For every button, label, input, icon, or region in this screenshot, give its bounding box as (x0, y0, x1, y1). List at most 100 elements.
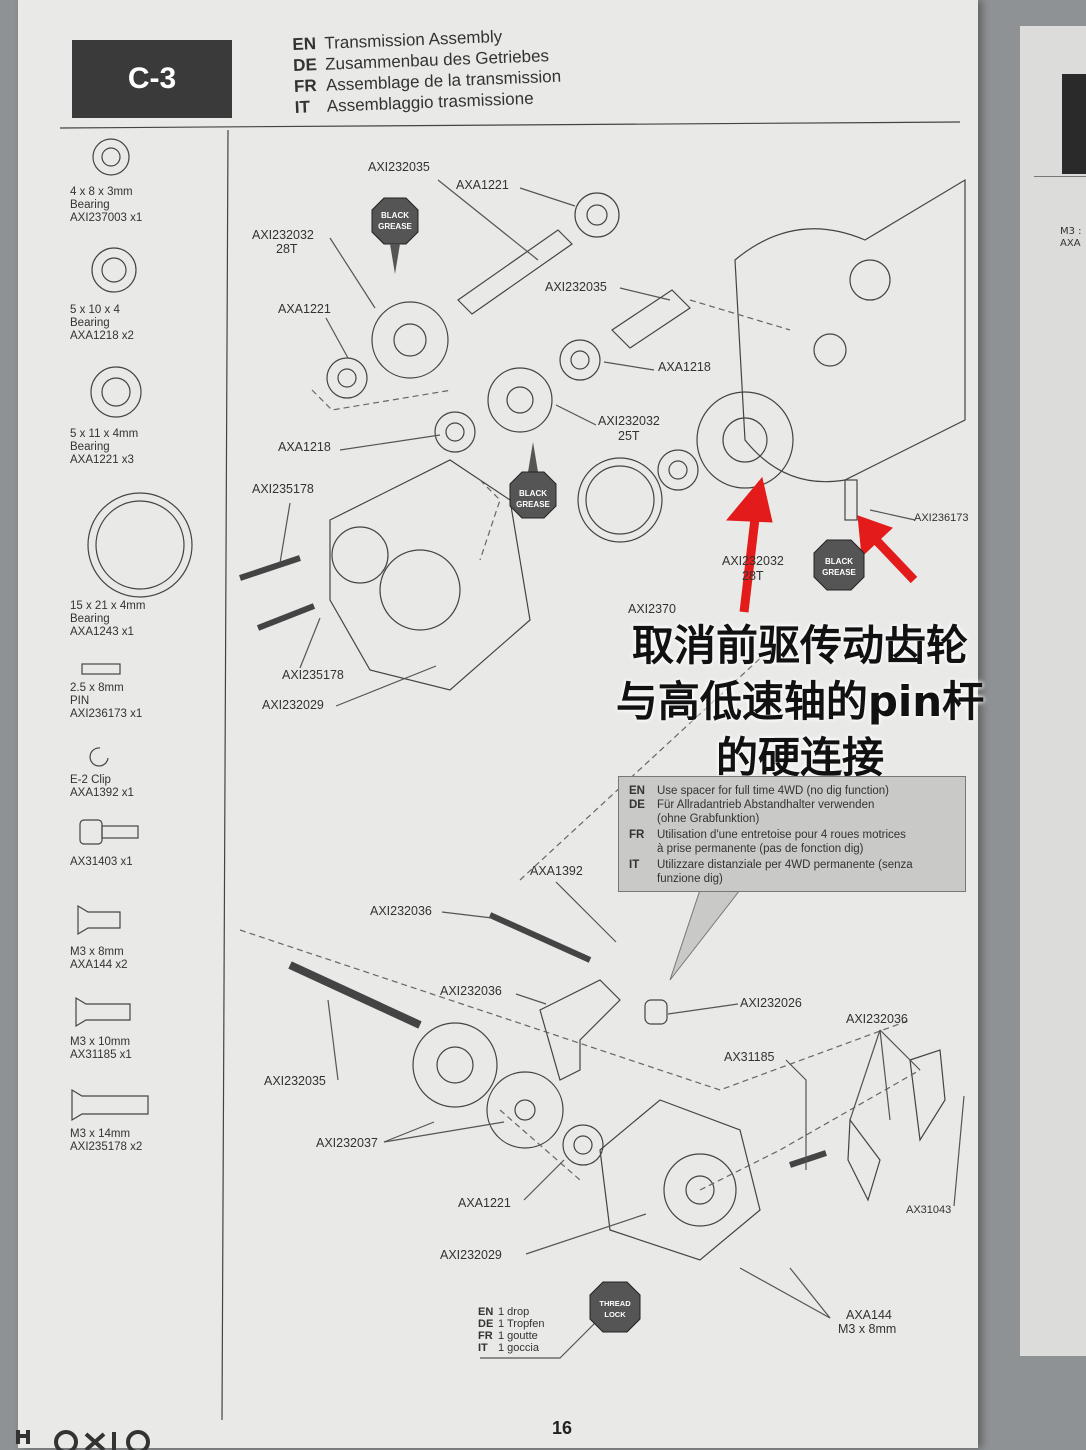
note-line: à prise permanente (pas de fonction dig) (657, 843, 864, 855)
gear-28t (371, 301, 449, 379)
gear-28t-dig (696, 391, 794, 489)
shift-fork (539, 979, 621, 1081)
step-code: C-3 (127, 62, 177, 95)
part-label: AXI2370 (628, 602, 676, 616)
gearbox-half-case (329, 459, 531, 691)
screw-part (239, 555, 301, 581)
part-label: AXI235178 (252, 482, 314, 496)
part-label: AXI232029 (440, 1248, 502, 1262)
bearing-part (657, 449, 699, 491)
annotation-line: 的硬连接 (715, 733, 884, 782)
bearing-part (434, 411, 476, 453)
part-label: 28T (742, 569, 764, 583)
part-label: AXA1221 (456, 178, 509, 192)
large-bearing (577, 457, 663, 543)
part-label: AXA144 (846, 1308, 892, 1322)
note-line: funzione dig) (657, 873, 723, 885)
part-label: AXI232026 (740, 996, 802, 1010)
part-label: AXI232036 (846, 1012, 908, 1026)
part-label: AXI232036 (370, 904, 432, 918)
grease-badge-icon: BLACK GREASE (371, 197, 419, 274)
bearing-part (559, 339, 601, 381)
screw-icon (75, 996, 131, 1028)
part-label: M3 x 8mm (838, 1322, 897, 1336)
lower-case (599, 1099, 761, 1261)
svg-text:BLACK: BLACK (825, 557, 853, 566)
part-label: AXI232036 (440, 984, 502, 998)
bearing-icon (90, 366, 142, 418)
part-label: AXI232032 (252, 228, 314, 242)
part-label: AX31043 (906, 1204, 952, 1216)
note-line: (ohne Grabfunktion) (657, 813, 760, 825)
svg-text:LOCK: LOCK (604, 1310, 626, 1319)
shaft-part (488, 912, 592, 963)
red-arrow-head (857, 515, 893, 558)
dig-hub (486, 1071, 564, 1149)
annotation-line: 与高低速轴的pin杆 (615, 677, 985, 726)
screw-icon (71, 1088, 149, 1122)
red-annotation-arrows (725, 476, 918, 613)
part-label: AXA1221 (458, 1196, 511, 1210)
dig-gear (412, 1022, 498, 1108)
screw-icon (77, 904, 121, 936)
adjacent-part-label: M3 : AXA (1060, 226, 1082, 250)
part-label: AX31185 (724, 1050, 775, 1064)
transmission-case (734, 178, 966, 483)
handwritten-annotation: 取消前驱传动齿轮 与高低速轴的pin杆 的硬连接 (560, 618, 1040, 786)
grease-badge-icon: BLACK GREASE (509, 442, 557, 519)
bearing-part (574, 192, 620, 238)
pin-part (844, 479, 858, 521)
manual-page (18, 0, 978, 1448)
servo-link (847, 1118, 881, 1202)
red-arrow-head (725, 476, 773, 523)
grease-badge-icon: BLACK GREASE (813, 539, 865, 591)
axial-logo-icon (16, 1430, 150, 1450)
part-label: AXA1392 (530, 864, 583, 878)
part-label: AXI232035 (264, 1074, 326, 1088)
bearing-icon (92, 138, 130, 176)
servo-arm (909, 1049, 946, 1142)
clip-icon (89, 747, 109, 767)
shaft-part (457, 229, 573, 315)
part-label: AXI232037 (316, 1136, 378, 1150)
spacer-part (611, 289, 691, 349)
svg-text:THREAD: THREAD (599, 1299, 631, 1308)
part-label: AXI235178 (282, 668, 344, 682)
note-pointer (669, 889, 742, 981)
bearing-part (562, 1124, 604, 1166)
sidebar-divider (221, 129, 229, 1421)
gear-25t (487, 367, 553, 433)
header-divider (59, 121, 961, 129)
part-label: AXA1218 (278, 440, 331, 454)
step-code-box: C-3 (72, 40, 232, 118)
adjacent-step-tab (1062, 74, 1086, 174)
part-label: AXI232035 (368, 160, 430, 174)
part-label: AXI232032 (722, 554, 784, 568)
adjacent-page: M3 : AXA (1020, 26, 1086, 1356)
screw-part (789, 1150, 827, 1168)
bearing-icon (91, 247, 137, 293)
pin-icon (81, 663, 121, 675)
svg-text:BLACK: BLACK (519, 489, 547, 498)
adjacent-text-1: M3 : (1060, 226, 1082, 237)
